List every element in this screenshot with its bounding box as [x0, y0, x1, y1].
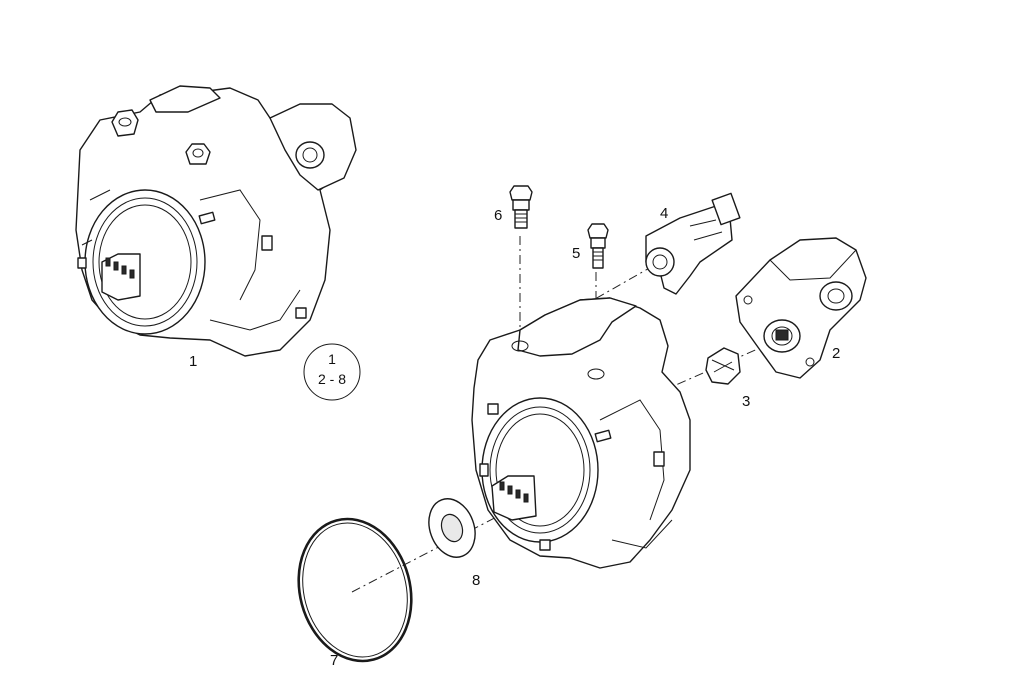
callout-labels: 1 2 3 4 5 6 7 8: [189, 205, 840, 669]
assembly-ref-bottom: 2 - 8: [318, 371, 346, 387]
part-7-o-ring: [297, 517, 413, 663]
part-3-coupling: [705, 347, 741, 385]
callout-3: 3: [742, 393, 750, 410]
callout-7: 7: [330, 652, 338, 669]
part-6-fitting: [509, 185, 533, 229]
callout-2: 2: [832, 345, 840, 362]
part-8-washer: [428, 498, 476, 558]
part-4-valve: [645, 192, 741, 295]
callout-5: 5: [572, 245, 580, 262]
part-2-feed-pump: [735, 237, 867, 379]
spline-teeth: [105, 257, 135, 279]
callout-6: 6: [494, 207, 502, 224]
pump-assembly-complete: [75, 85, 357, 357]
callout-8: 8: [472, 572, 480, 589]
part-5-fitting: [587, 223, 609, 269]
assembly-reference: 1 2 - 8: [303, 343, 361, 401]
assembly-ref-top: 1: [328, 351, 336, 367]
shaft-spline: [499, 481, 529, 503]
pump-housing: [471, 297, 691, 569]
callout-1: 1: [189, 353, 197, 370]
callout-4: 4: [660, 205, 668, 222]
